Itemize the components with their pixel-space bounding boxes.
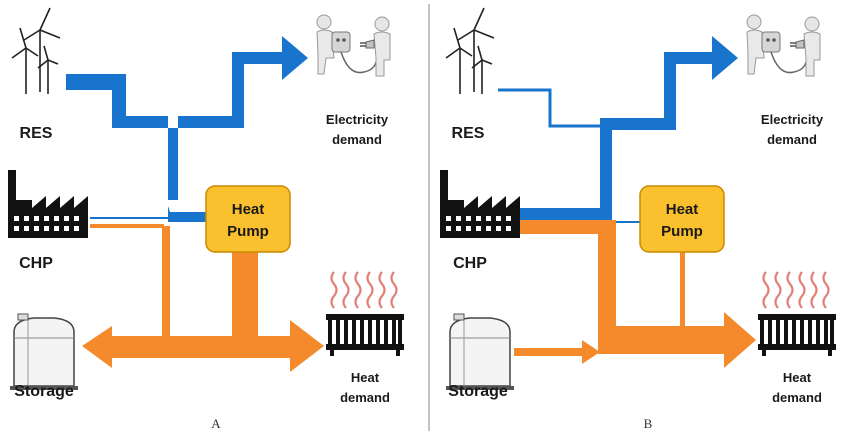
heat-main-arrow-b: [598, 312, 756, 368]
storage-heat-arrow-b: [514, 340, 600, 364]
electricity-demand-label-2: demand: [332, 132, 382, 147]
res-electricity-line-b: [498, 88, 600, 128]
chp-heat-flow-b: [520, 220, 612, 234]
electricity-demand-label-1: Electricity: [761, 112, 824, 127]
panel-caption-b: B: [644, 416, 653, 431]
chp-heat-down-a: [162, 226, 170, 340]
heat-bidirectional-arrow-a: [82, 320, 324, 372]
heat-demand-label-1: Heat: [783, 370, 812, 385]
chp-heat-down-b: [598, 220, 616, 340]
plug-people-icon: [316, 14, 391, 77]
heat-pump-box-b: [639, 185, 725, 253]
electricity-demand-label-2: demand: [767, 132, 817, 147]
chp-label: CHP: [453, 255, 487, 272]
wind-turbine-icon: [11, 7, 61, 95]
heat-demand-label-2: demand: [772, 390, 822, 405]
panel-caption-a: A: [211, 416, 221, 431]
res-label: RES: [20, 125, 53, 142]
storage-label: Storage: [14, 383, 74, 400]
heat-pump-label-1: Heat: [232, 201, 265, 218]
factory-icon: [440, 170, 520, 238]
res-label: RES: [452, 125, 485, 142]
heat-pump-output-a: [232, 252, 258, 340]
heat-pump-label-1: Heat: [666, 201, 699, 218]
heat-demand-label-1: Heat: [351, 370, 380, 385]
heat-pump-label-2: Pump: [661, 223, 703, 240]
electricity-demand-label-1: Electricity: [326, 112, 389, 127]
electricity-flow-b: [520, 36, 738, 220]
storage-tank-icon: [445, 313, 515, 391]
heat-pump-output-b: [680, 252, 685, 338]
radiator-icon: [324, 270, 406, 358]
storage-label: Storage: [448, 383, 508, 400]
heat-demand-label-2: demand: [340, 390, 390, 405]
heat-pump-label-2: Pump: [227, 223, 269, 240]
panel-a: Heat Pump RES CHP Storage Electricity de…: [8, 7, 406, 431]
chp-label: CHP: [19, 255, 53, 272]
factory-icon: [8, 170, 88, 238]
storage-tank-icon: [9, 313, 79, 391]
heat-pump-box-a: [205, 185, 291, 253]
radiator-icon: [756, 270, 838, 358]
electricity-flow-a: [66, 36, 308, 200]
plug-people-icon: [746, 14, 821, 77]
wind-turbine-icon: [445, 7, 495, 95]
panel-b: Heat Pump RES CHP Storage Electricity de…: [440, 7, 838, 431]
electricity-to-heat-pump-a: [168, 206, 206, 222]
